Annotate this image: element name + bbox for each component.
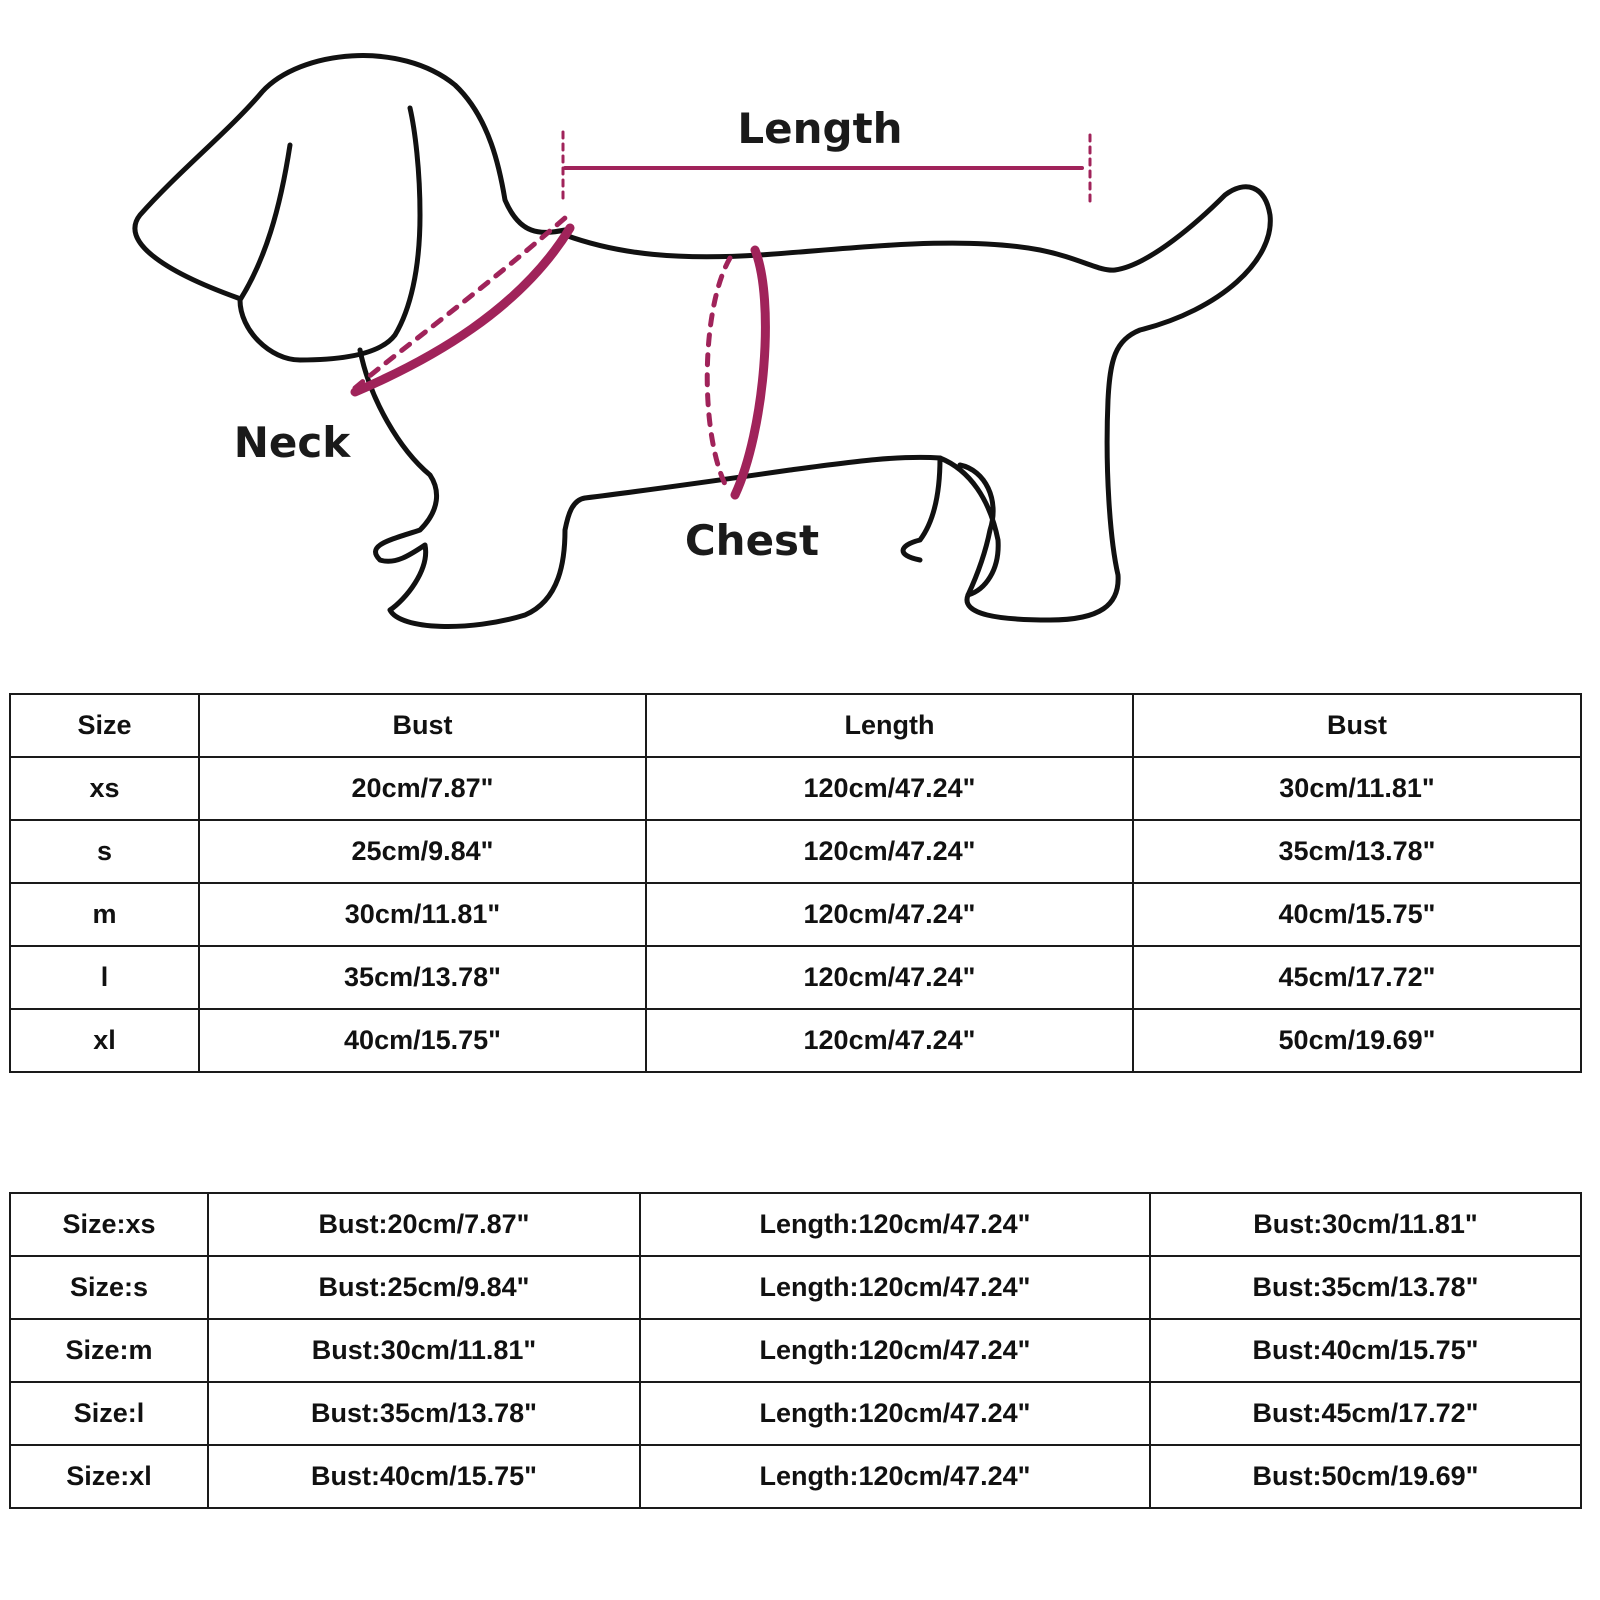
table-cell: 40cm/15.75" [198, 1008, 647, 1073]
table-cell: Bust:30cm/11.81" [207, 1318, 641, 1383]
dog-head-outline [132, 53, 568, 301]
table-cell: 120cm/47.24" [645, 882, 1134, 947]
table-cell: Size:s [9, 1255, 209, 1320]
table-cell: Bust:40cm/15.75" [1149, 1318, 1582, 1383]
table-row: s 25cm/9.84" 120cm/47.24" 35cm/13.78" [9, 819, 1582, 884]
table-cell: 50cm/19.69" [1132, 1008, 1582, 1073]
table-cell: 120cm/47.24" [645, 1008, 1134, 1073]
column-header: Bust [198, 693, 647, 758]
table-row: xs 20cm/7.87" 120cm/47.24" 30cm/11.81" [9, 756, 1582, 821]
table-cell: Bust:50cm/19.69" [1149, 1444, 1582, 1509]
table-cell: Length:120cm/47.24" [639, 1444, 1151, 1509]
table-cell: 120cm/47.24" [645, 756, 1134, 821]
table-cell: s [9, 819, 200, 884]
table-cell: xl [9, 1008, 200, 1073]
table-cell: Length:120cm/47.24" [639, 1255, 1151, 1320]
column-header: Size [9, 693, 200, 758]
dog-outline-illustration: Length Neck Chest [132, 53, 1273, 629]
size-chart-table: Size Bust Length Bust xs 20cm/7.87" 120c… [9, 693, 1582, 1073]
table-row: m 30cm/11.81" 120cm/47.24" 40cm/15.75" [9, 882, 1582, 947]
dog-measurement-diagram: Length Neck Chest [0, 0, 1600, 660]
table-row: l 35cm/13.78" 120cm/47.24" 45cm/17.72" [9, 945, 1582, 1010]
dog-ear-outline [237, 105, 423, 363]
dog-back-leg-outline [937, 455, 1001, 598]
table-cell: 40cm/15.75" [1132, 882, 1582, 947]
table-row: Size:l Bust:35cm/13.78" Length:120cm/47.… [9, 1381, 1582, 1446]
table-cell: l [9, 945, 200, 1010]
table-row: xl 40cm/15.75" 120cm/47.24" 50cm/19.69" [9, 1008, 1582, 1073]
table-cell: 35cm/13.78" [1132, 819, 1582, 884]
chest-label: Chest [685, 516, 819, 565]
table-row: Size:xl Bust:40cm/15.75" Length:120cm/47… [9, 1444, 1582, 1509]
table-cell: Bust:25cm/9.84" [207, 1255, 641, 1320]
table-cell: 120cm/47.24" [645, 819, 1134, 884]
table-cell: Size:xs [9, 1192, 209, 1257]
length-label: Length [737, 104, 902, 153]
table-cell: Length:120cm/47.24" [639, 1318, 1151, 1383]
table-cell: Bust:45cm/17.72" [1149, 1381, 1582, 1446]
table-cell: 25cm/9.84" [198, 819, 647, 884]
dog-belly-outline [582, 454, 943, 563]
column-header: Length [645, 693, 1134, 758]
neck-label: Neck [234, 418, 352, 467]
column-header: Bust [1132, 693, 1582, 758]
table-header-row: Size Bust Length Bust [9, 693, 1582, 758]
table-cell: 35cm/13.78" [198, 945, 647, 1010]
table-cell: Bust:35cm/13.78" [1149, 1255, 1582, 1320]
table-cell: 120cm/47.24" [645, 945, 1134, 1010]
table-cell: Size:xl [9, 1444, 209, 1509]
table-row: Size:m Bust:30cm/11.81" Length:120cm/47.… [9, 1318, 1582, 1383]
table-cell: 45cm/17.72" [1132, 945, 1582, 1010]
table-cell: 30cm/11.81" [1132, 756, 1582, 821]
size-detail-table: Size:xs Bust:20cm/7.87" Length:120cm/47.… [9, 1192, 1582, 1509]
table-cell: 30cm/11.81" [198, 882, 647, 947]
chest-measure [704, 245, 770, 500]
neck-measure [350, 215, 575, 397]
table-row: Size:s Bust:25cm/9.84" Length:120cm/47.2… [9, 1255, 1582, 1320]
table-cell: Bust:40cm/15.75" [207, 1444, 641, 1509]
table-cell: Length:120cm/47.24" [639, 1192, 1151, 1257]
table-cell: Bust:35cm/13.78" [207, 1381, 641, 1446]
table-cell: Length:120cm/47.24" [639, 1381, 1151, 1446]
table-cell: Size:m [9, 1318, 209, 1383]
table-cell: m [9, 882, 200, 947]
table-cell: 20cm/7.87" [198, 756, 647, 821]
table-cell: Bust:20cm/7.87" [207, 1192, 641, 1257]
length-measure [561, 130, 1092, 204]
dog-front-outline [357, 347, 588, 629]
table-cell: Bust:30cm/11.81" [1149, 1192, 1582, 1257]
dog-back-outline [562, 184, 1273, 623]
table-cell: xs [9, 756, 200, 821]
table-cell: Size:l [9, 1381, 209, 1446]
table-row: Size:xs Bust:20cm/7.87" Length:120cm/47.… [9, 1192, 1582, 1257]
